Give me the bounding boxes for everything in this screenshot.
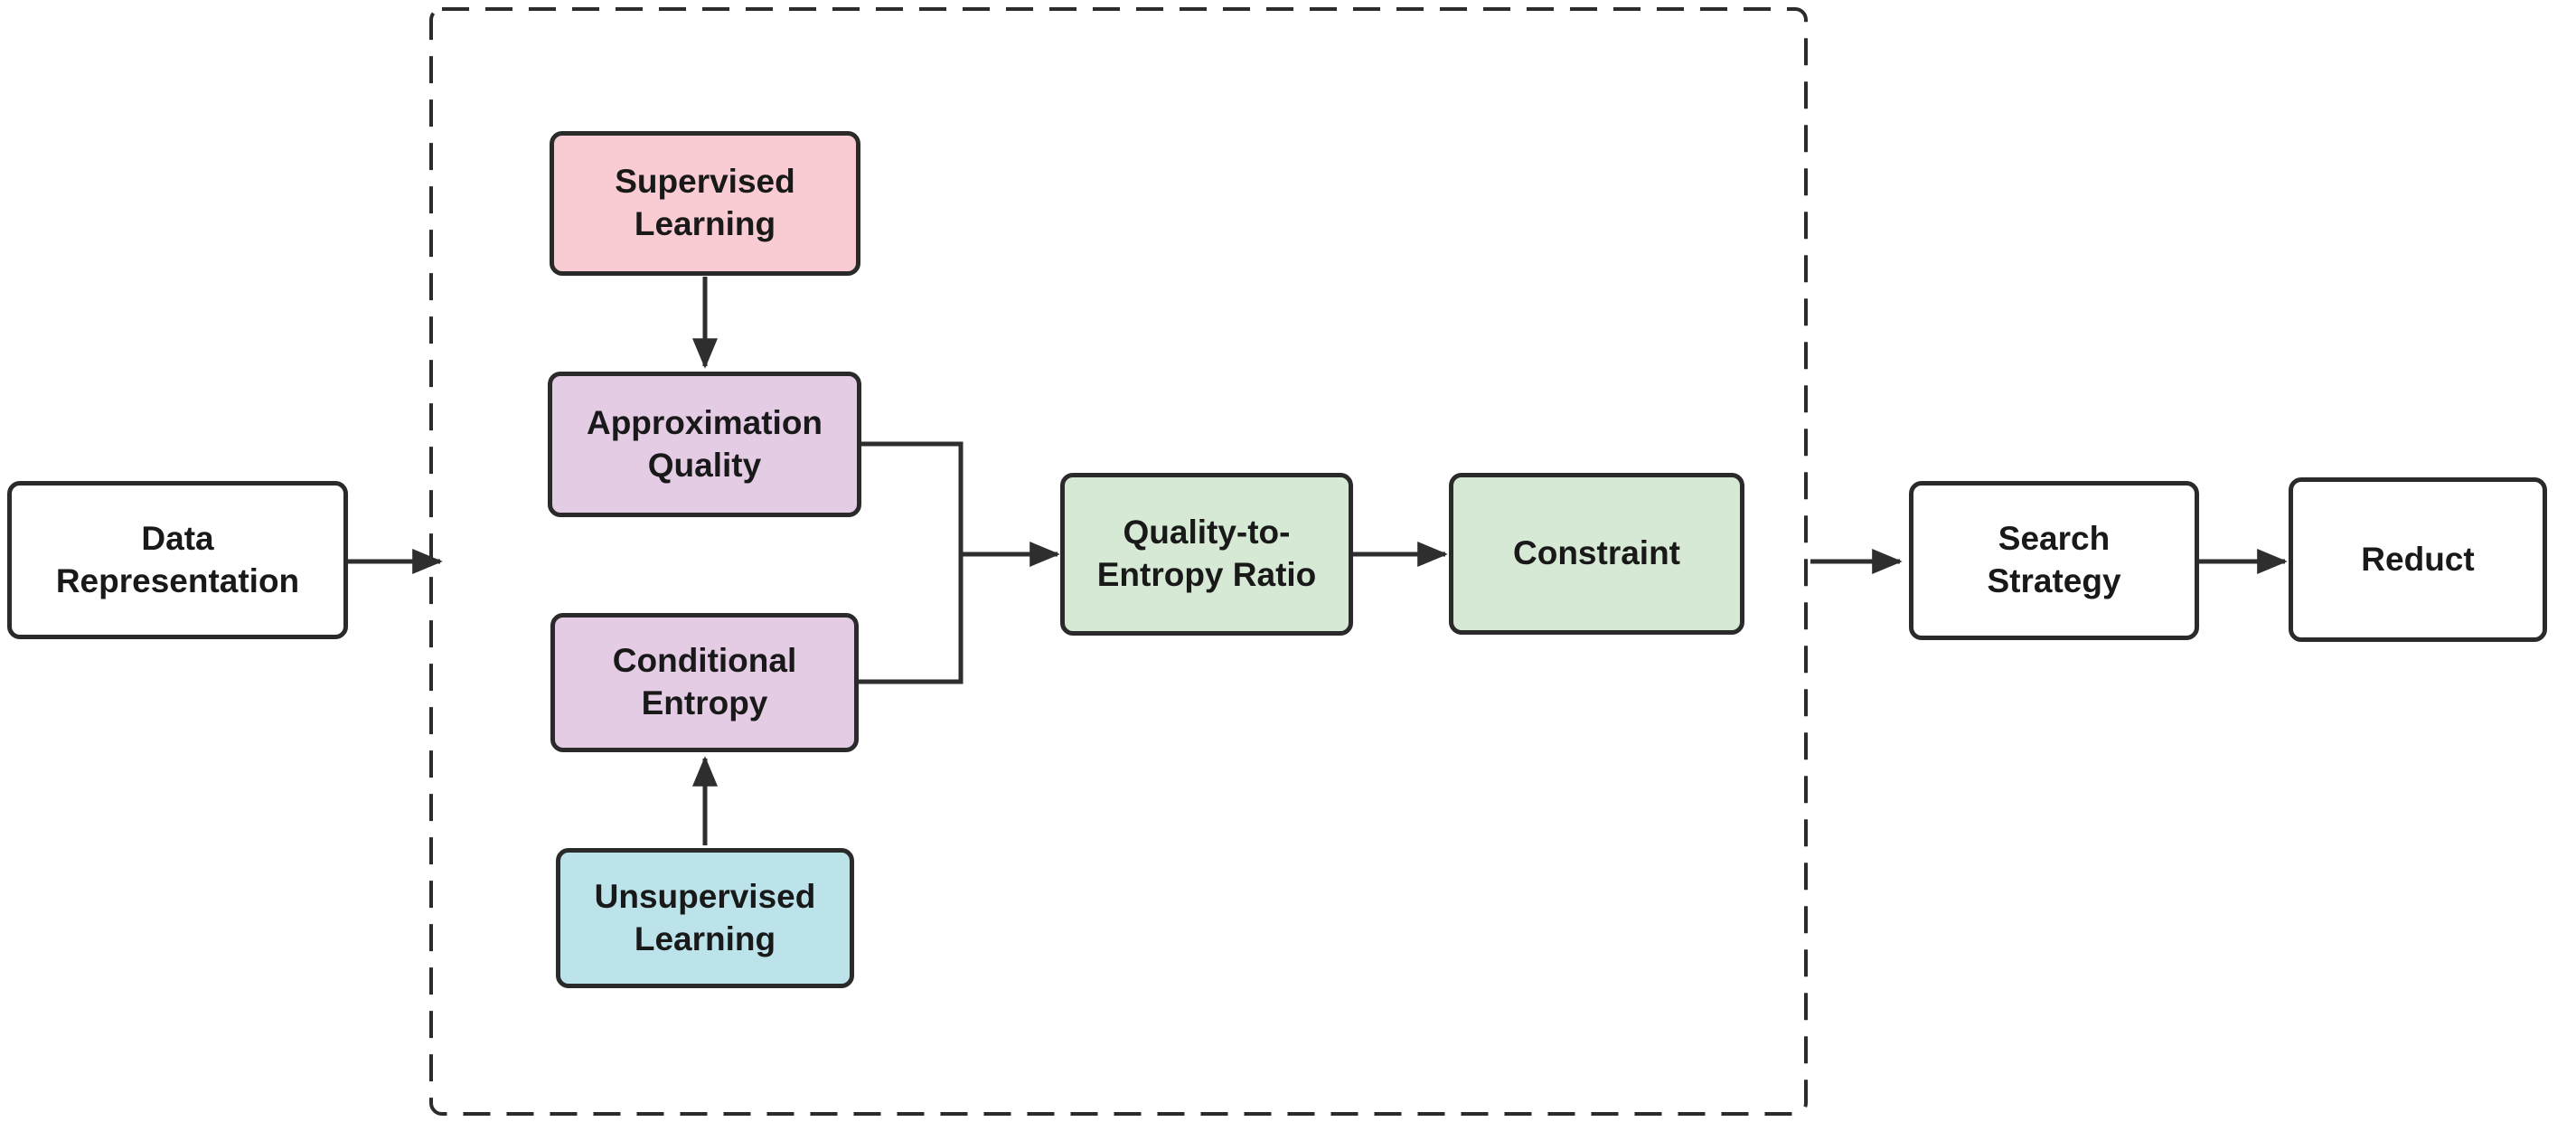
node-approximation-quality: Approximation Quality (548, 372, 861, 517)
node-unsupervised-learning: Unsupervised Learning (556, 848, 854, 988)
node-reduct: Reduct (2289, 477, 2547, 642)
node-supervised-learning: Supervised Learning (550, 131, 860, 276)
node-conditional-entropy-label: Conditional Entropy (612, 642, 797, 721)
node-reduct-label: Reduct (2361, 540, 2475, 578)
node-search-strategy: Search Strategy (1909, 481, 2199, 640)
node-data-representation-label: Data Representation (55, 519, 300, 599)
node-constraint: Constraint (1449, 473, 1744, 635)
node-approximation-quality-label: Approximation Quality (586, 403, 823, 484)
node-unsupervised-learning-label: Unsupervised Learning (594, 877, 816, 957)
node-search-strategy-label: Search Strategy (1987, 520, 2121, 599)
node-quality-to-entropy-ratio-label: Quality-to- Entropy Ratio (1096, 514, 1317, 593)
connector-merge-bracket (859, 441, 964, 684)
node-quality-to-entropy-ratio: Quality-to- Entropy Ratio (1060, 473, 1353, 636)
node-data-representation: Data Representation (7, 481, 348, 639)
node-conditional-entropy: Conditional Entropy (550, 613, 859, 752)
node-supervised-learning-label: Supervised Learning (615, 163, 795, 242)
node-constraint-label: Constraint (1513, 534, 1680, 571)
